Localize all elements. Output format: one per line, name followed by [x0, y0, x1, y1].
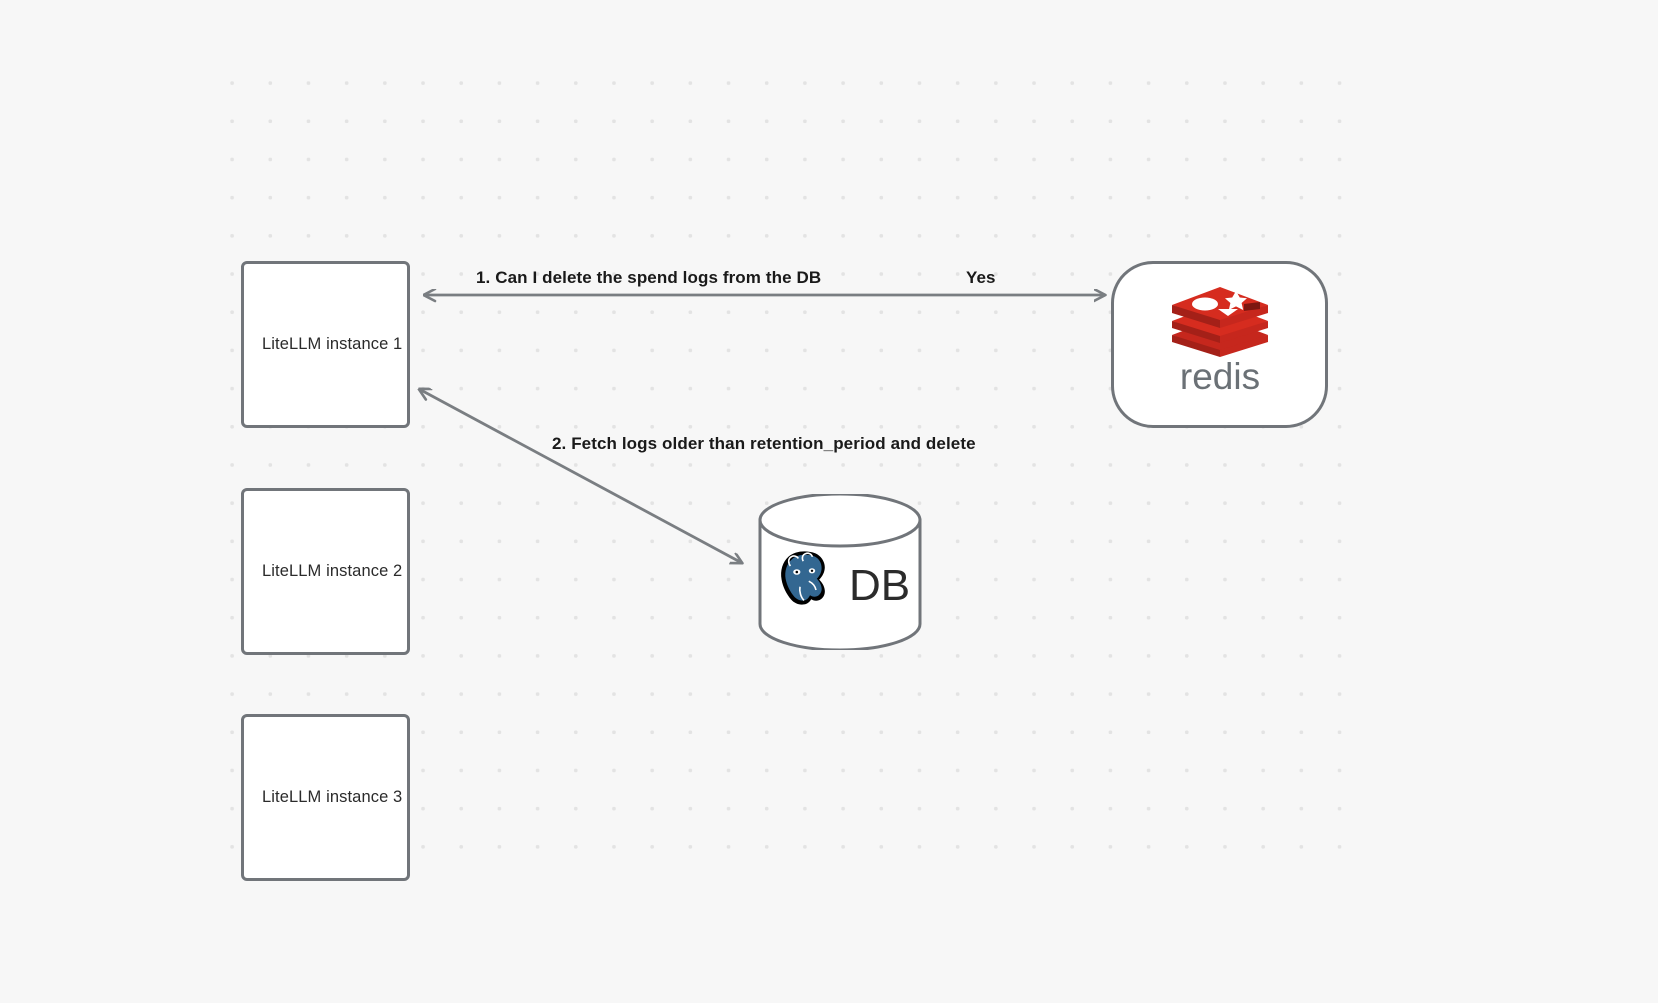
- redis-logo-icon: [1171, 287, 1268, 357]
- postgresql-elephant-icon: [781, 551, 825, 605]
- node-label-litellm-instance-3: LiteLLM instance 3: [262, 788, 403, 806]
- redis-wordmark-text: redis: [1179, 359, 1259, 397]
- edge-label-1: 1. Can I delete the spend logs from the …: [476, 268, 822, 287]
- edge-label-2: 2. Fetch logs older than retention_perio…: [552, 434, 976, 453]
- node-litellm-instance-3[interactable]: LiteLLM instance 3: [241, 714, 410, 881]
- redis-wordmark: redis: [1162, 356, 1278, 404]
- node-litellm-instance-1[interactable]: LiteLLM instance 1: [241, 261, 410, 428]
- db-label: DB: [849, 561, 910, 610]
- node-label-litellm-instance-2: LiteLLM instance 2: [262, 562, 403, 580]
- node-redis[interactable]: redis: [1111, 261, 1328, 428]
- node-database[interactable]: DB: [754, 492, 926, 652]
- node-label-litellm-instance-1: LiteLLM instance 1: [262, 335, 403, 353]
- node-litellm-instance-2[interactable]: LiteLLM instance 2: [241, 488, 410, 655]
- cylinder-top: [758, 492, 922, 548]
- edge-label-yes: Yes: [966, 268, 996, 287]
